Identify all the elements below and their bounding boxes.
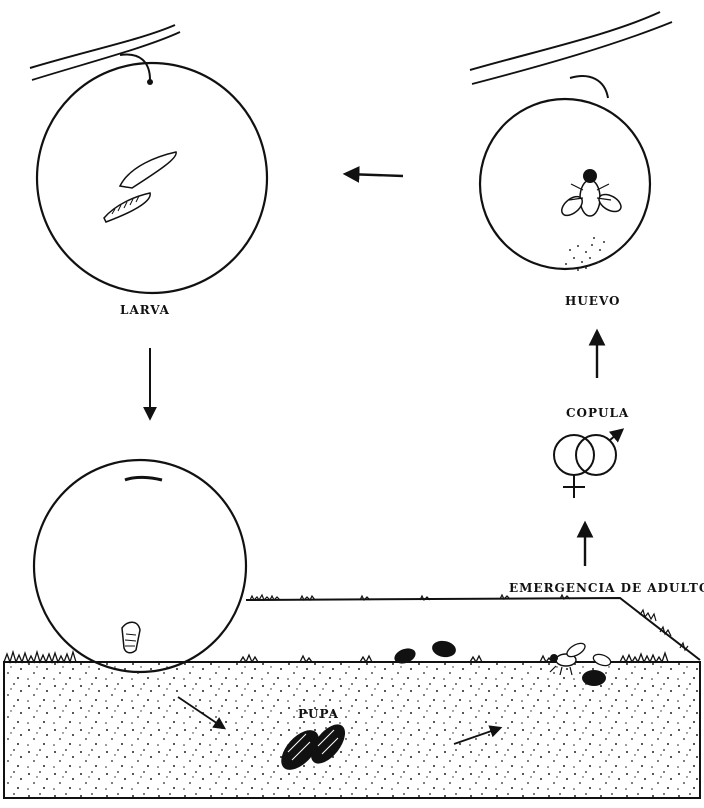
huevo-fruit <box>470 12 672 271</box>
copula-symbols-icon <box>554 430 622 498</box>
fly-icon <box>558 169 624 219</box>
larva-icon <box>104 152 176 222</box>
label-larva: LARVA <box>120 303 170 317</box>
label-pupa: PUPA <box>298 707 339 721</box>
label-huevo: HUEVO <box>565 294 621 308</box>
larva-exiting-icon <box>122 622 140 653</box>
arrow-huevo-to-larva <box>346 174 403 176</box>
label-copula: COPULA <box>566 406 629 420</box>
label-emergencia: EMERGENCIA DE ADULTOS <box>509 581 704 595</box>
fallen-fruit <box>34 460 246 672</box>
larva-fruit <box>30 25 267 293</box>
ground-surface <box>246 595 700 660</box>
